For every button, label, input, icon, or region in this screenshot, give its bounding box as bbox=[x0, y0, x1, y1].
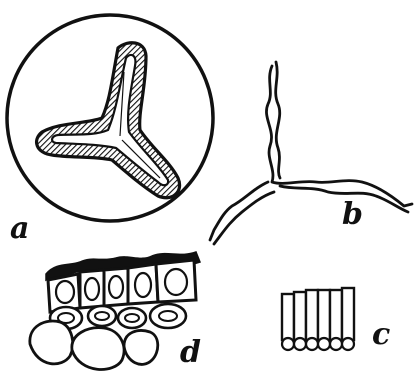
panel-c: c bbox=[282, 288, 390, 352]
base-cell bbox=[330, 338, 342, 350]
panel-a-label: a bbox=[10, 211, 29, 246]
base-cell bbox=[318, 338, 330, 350]
panel-c-label: c bbox=[372, 317, 390, 352]
base-cell bbox=[306, 338, 318, 350]
cell-lumen bbox=[95, 312, 109, 320]
panel-b: b bbox=[210, 62, 412, 244]
branch-outline-right-stem bbox=[276, 62, 280, 178]
cell-lumen bbox=[56, 281, 74, 303]
cell-lumen bbox=[125, 314, 139, 322]
panel-d-label: d bbox=[180, 335, 201, 370]
cell-lumen bbox=[85, 278, 99, 300]
cell-lumen bbox=[159, 311, 177, 321]
base-cell bbox=[282, 338, 294, 350]
lower-cell-row bbox=[30, 321, 158, 370]
base-cell bbox=[294, 338, 306, 350]
palisade-cell bbox=[294, 292, 306, 340]
cell-lumen bbox=[165, 269, 187, 295]
branch-outline-left-upper bbox=[210, 182, 268, 240]
palisade-cells bbox=[282, 288, 354, 340]
panel-b-label: b bbox=[342, 197, 363, 232]
lower-cell bbox=[124, 331, 158, 365]
palisade-cell bbox=[282, 294, 294, 340]
palisade-cell bbox=[306, 290, 318, 340]
palisade-cell bbox=[342, 288, 354, 340]
lower-cell bbox=[72, 328, 124, 370]
palisade-cell bbox=[318, 290, 330, 340]
lower-cell bbox=[30, 321, 73, 364]
branch-outline-top bbox=[266, 66, 412, 206]
middle-cell-row bbox=[50, 304, 186, 329]
base-cell bbox=[342, 338, 354, 350]
cell-lumen bbox=[109, 276, 123, 298]
panel-a: a bbox=[7, 15, 213, 246]
palisade-cell bbox=[330, 290, 342, 340]
cell-lumen bbox=[135, 273, 151, 297]
panel-d: d bbox=[30, 252, 201, 370]
